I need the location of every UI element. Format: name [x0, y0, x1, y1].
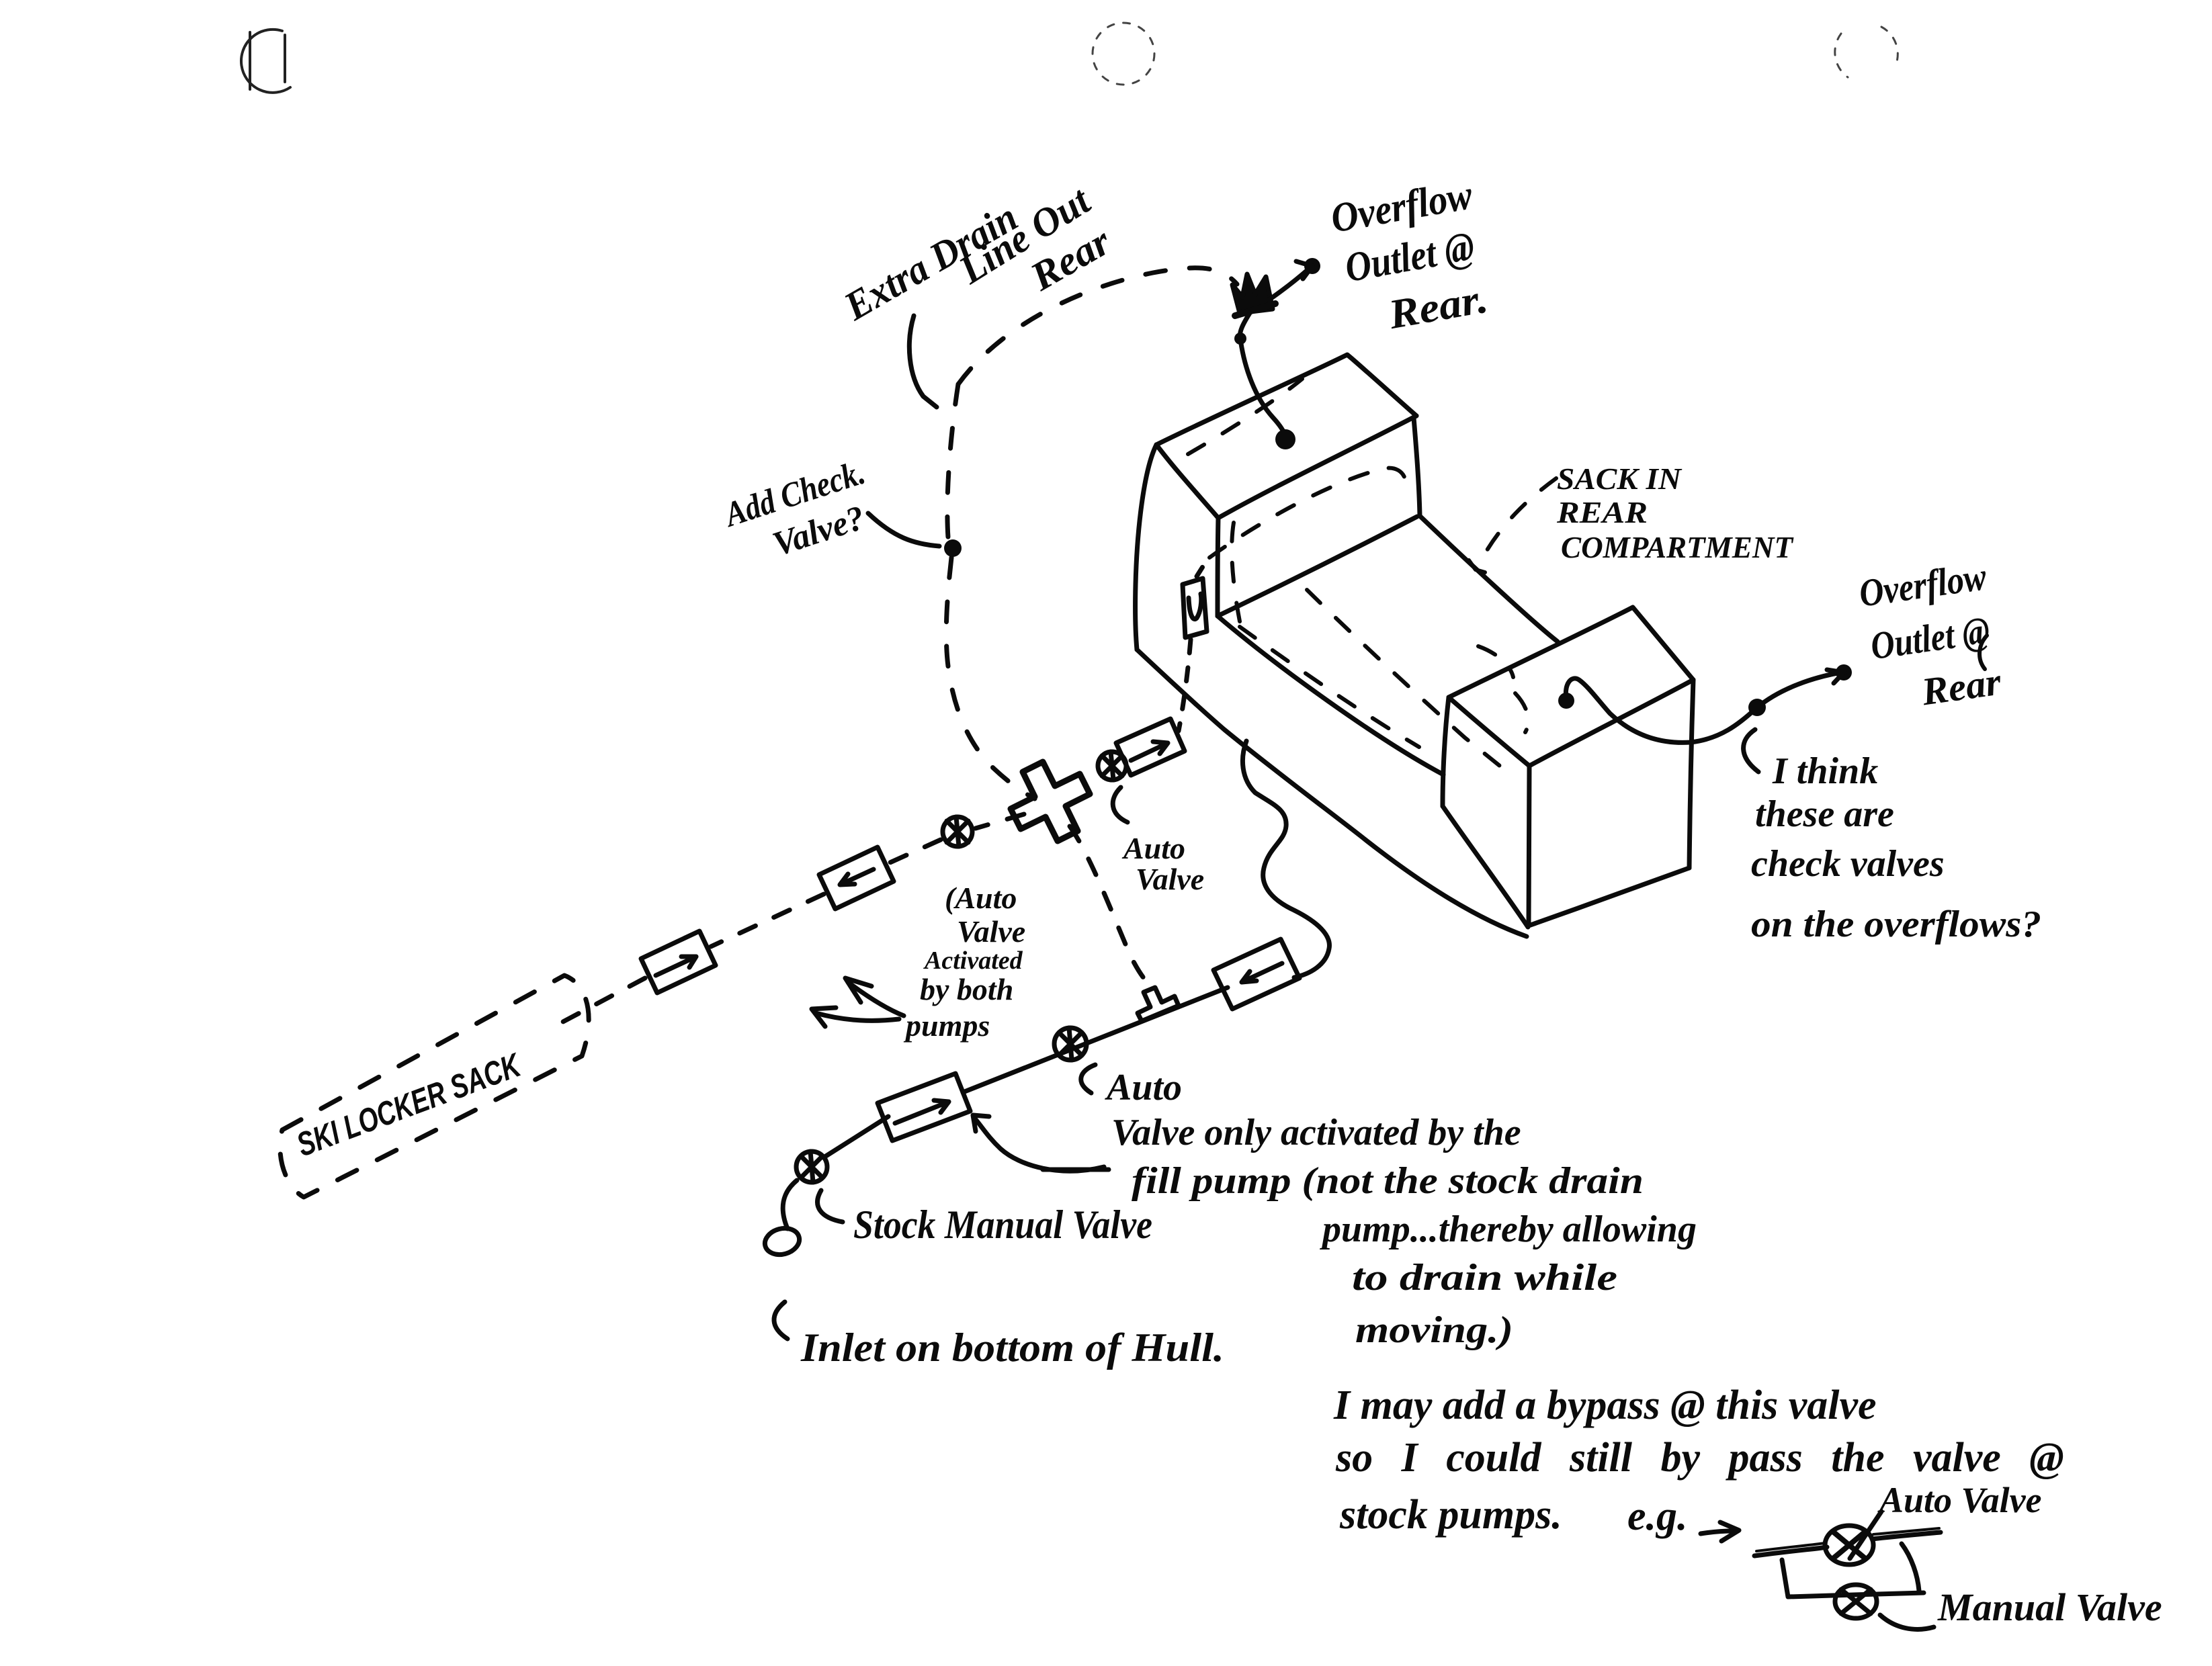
- svg-text:to drain while: to drain while: [1352, 1257, 1617, 1299]
- svg-text:pump...thereby allowing: pump...thereby allowing: [1320, 1209, 1697, 1250]
- svg-text:e.g.: e.g.: [1627, 1493, 1688, 1539]
- svg-text:Valve: Valve: [1136, 862, 1204, 896]
- svg-text:these are: these are: [1755, 793, 1894, 835]
- svg-text:Auto Valve: Auto Valve: [1877, 1480, 2042, 1520]
- svg-text:stock pumps.: stock pumps.: [1339, 1492, 1562, 1538]
- svg-text:moving.): moving.): [1355, 1309, 1513, 1351]
- svg-text:so I could still by pass the: so I could still by pass the valve @: [1335, 1435, 2064, 1481]
- svg-text:SACK IN: SACK IN: [1557, 462, 1683, 496]
- svg-text:Stock Manual Valve: Stock Manual Valve: [853, 1202, 1152, 1247]
- svg-text:REAR: REAR: [1556, 495, 1648, 529]
- svg-text:check valves: check valves: [1751, 843, 1945, 885]
- svg-text:Inlet on bottom of Hull.: Inlet on bottom of Hull.: [800, 1325, 1224, 1370]
- svg-text:fill pump (not the stock drain: fill pump (not the stock drain: [1132, 1160, 1644, 1202]
- svg-text:Valve: Valve: [957, 914, 1025, 949]
- svg-text:Auto: Auto: [1121, 831, 1185, 865]
- svg-text:Manual Valve: Manual Valve: [1937, 1585, 2162, 1629]
- svg-text:Valve only activated by the: Valve only activated by the: [1111, 1112, 1521, 1153]
- svg-text:COMPARTMENT: COMPARTMENT: [1561, 530, 1794, 564]
- svg-text:Auto: Auto: [1105, 1067, 1182, 1108]
- svg-text:(Auto: (Auto: [945, 881, 1017, 915]
- svg-text:I may add a bypass @ this valv: I may add a bypass @ this valve: [1333, 1383, 1877, 1428]
- svg-text:I think: I think: [1772, 750, 1878, 792]
- svg-text:Activated: Activated: [923, 947, 1023, 975]
- svg-text:pumps: pumps: [903, 1008, 990, 1043]
- svg-text:by both: by both: [920, 972, 1013, 1006]
- svg-text:on the overflows?: on the overflows?: [1751, 904, 2041, 945]
